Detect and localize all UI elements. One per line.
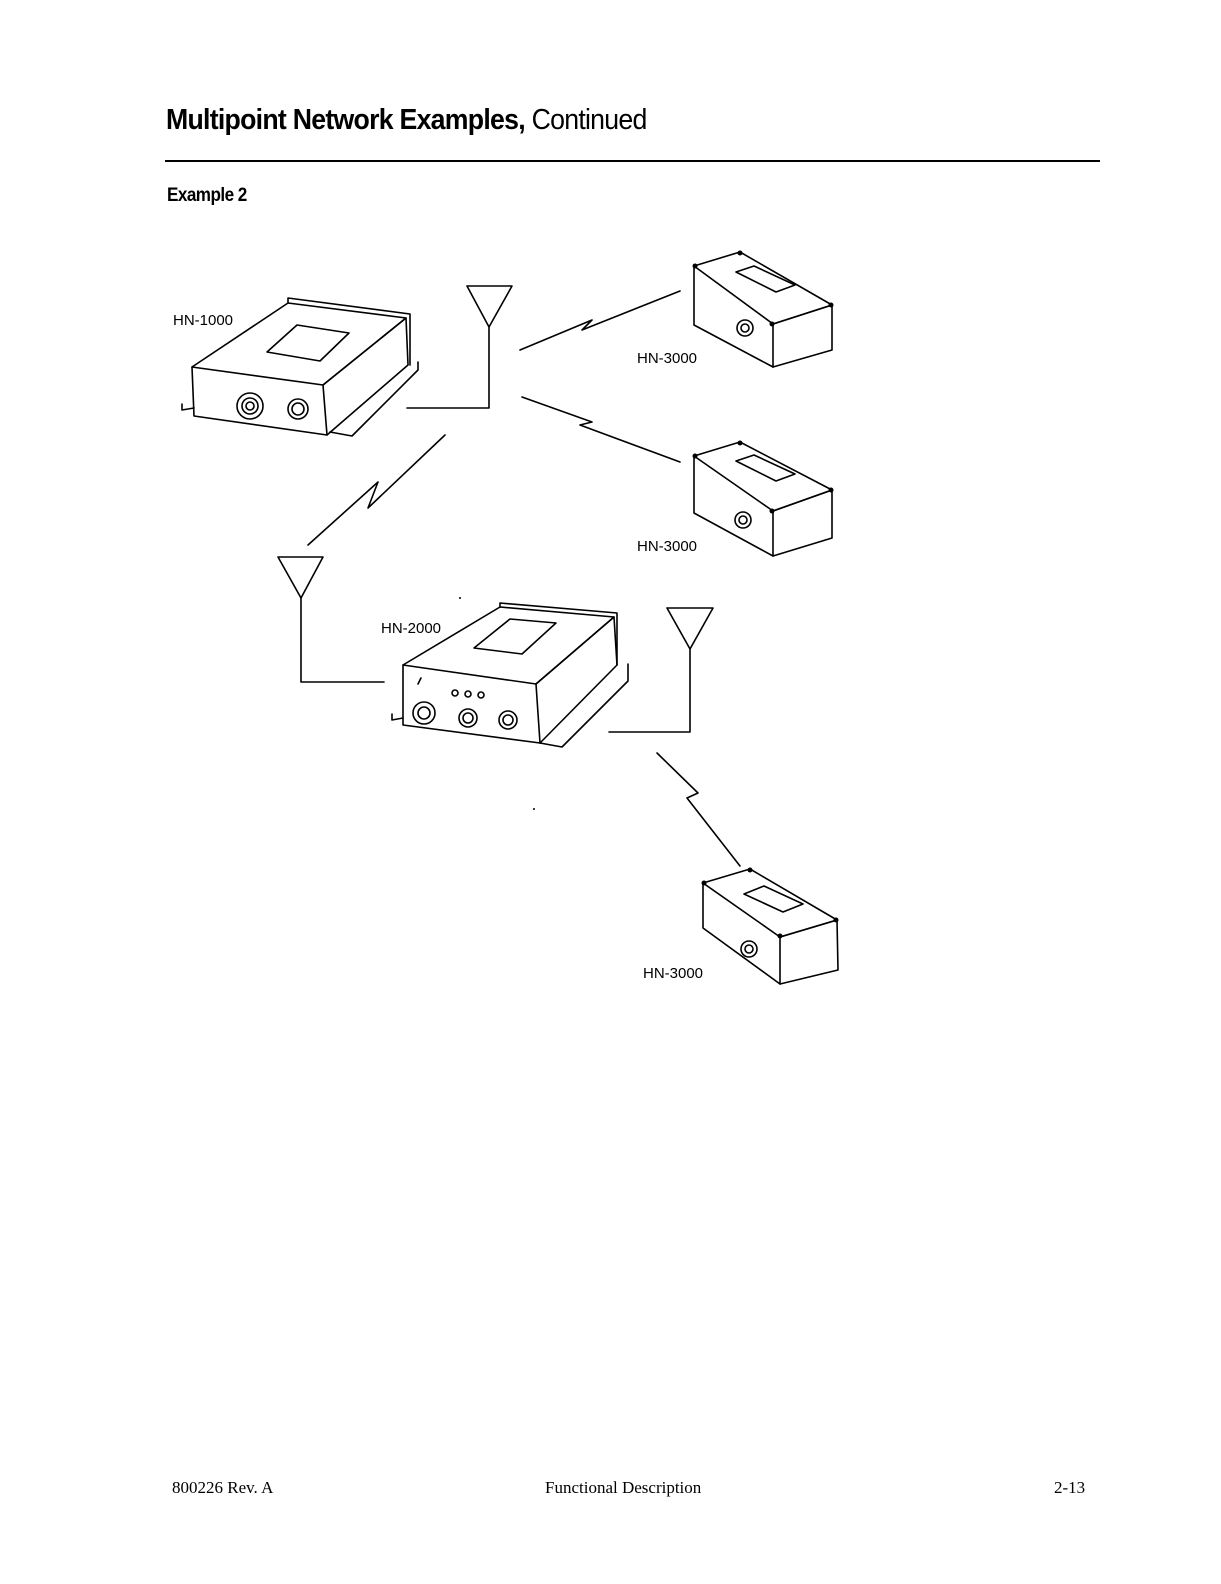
- label-hn1000: HN-1000: [173, 312, 233, 329]
- hn3000-b-device: [694, 442, 832, 556]
- antenna-hn1000: [407, 286, 512, 408]
- hn3000-a-device: [694, 252, 832, 367]
- footer-doc-number: 800226 Rev. A: [172, 1478, 273, 1498]
- antenna-hn2000-right: [609, 608, 713, 732]
- radio-link-hn2000: [308, 435, 445, 545]
- footer-page-number: 2-13: [1054, 1478, 1085, 1498]
- radio-link-hn3000-b: [522, 397, 680, 462]
- hn3000-c-device: [703, 869, 838, 984]
- label-hn3000-a: HN-3000: [637, 350, 697, 367]
- radio-link-hn3000-a: [520, 291, 680, 350]
- label-hn3000-c: HN-3000: [643, 965, 703, 982]
- footer-section: Functional Description: [545, 1478, 701, 1498]
- radio-link-hn3000-c: [657, 753, 740, 866]
- label-hn3000-b: HN-3000: [637, 538, 697, 555]
- label-hn2000: HN-2000: [381, 620, 441, 637]
- antenna-hn2000-left: [278, 557, 384, 682]
